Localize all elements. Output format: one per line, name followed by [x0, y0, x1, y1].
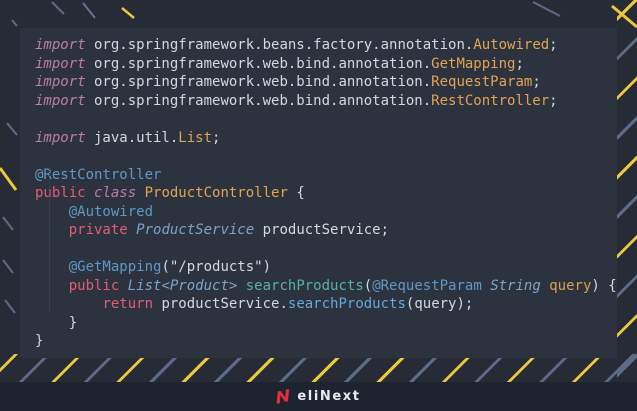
code-line: @GetMapping("/products"): [68, 259, 272, 275]
footer-bar: eliNext: [0, 382, 637, 411]
code-line: @RestController: [35, 166, 162, 183]
code-line: [35, 110, 617, 129]
code-line: import org.springframework.web.bind.anno…: [35, 92, 558, 109]
code-line: [35, 240, 617, 259]
code-editor-panel: import org.springframework.beans.factory…: [20, 28, 617, 358]
code-line: import org.springframework.beans.factory…: [35, 37, 558, 53]
code-line: private ProductService productService;: [68, 222, 390, 238]
code-line: }: [35, 333, 44, 349]
indent-guide: [49, 168, 50, 314]
code-line: }: [35, 314, 78, 331]
bottom-stripe-band: [0, 354, 637, 382]
code-line: [35, 147, 617, 166]
code-line: import org.springframework.web.bind.anno…: [35, 55, 524, 72]
code-line: @Autowired: [68, 203, 154, 220]
code-block: import org.springframework.beans.factory…: [35, 36, 617, 351]
brand-wordmark: eliNext: [297, 389, 361, 404]
right-stripe-band: [617, 0, 637, 382]
code-line: return productService.searchProducts(que…: [102, 296, 474, 312]
code-line: import org.springframework.web.bind.anno…: [35, 74, 541, 90]
code-line: public class ProductController {: [35, 185, 305, 201]
code-line: public List<Product> searchProducts(@Req…: [68, 277, 617, 294]
elinext-logo-icon: [276, 389, 290, 404]
code-line: import java.util.List;: [35, 129, 221, 146]
